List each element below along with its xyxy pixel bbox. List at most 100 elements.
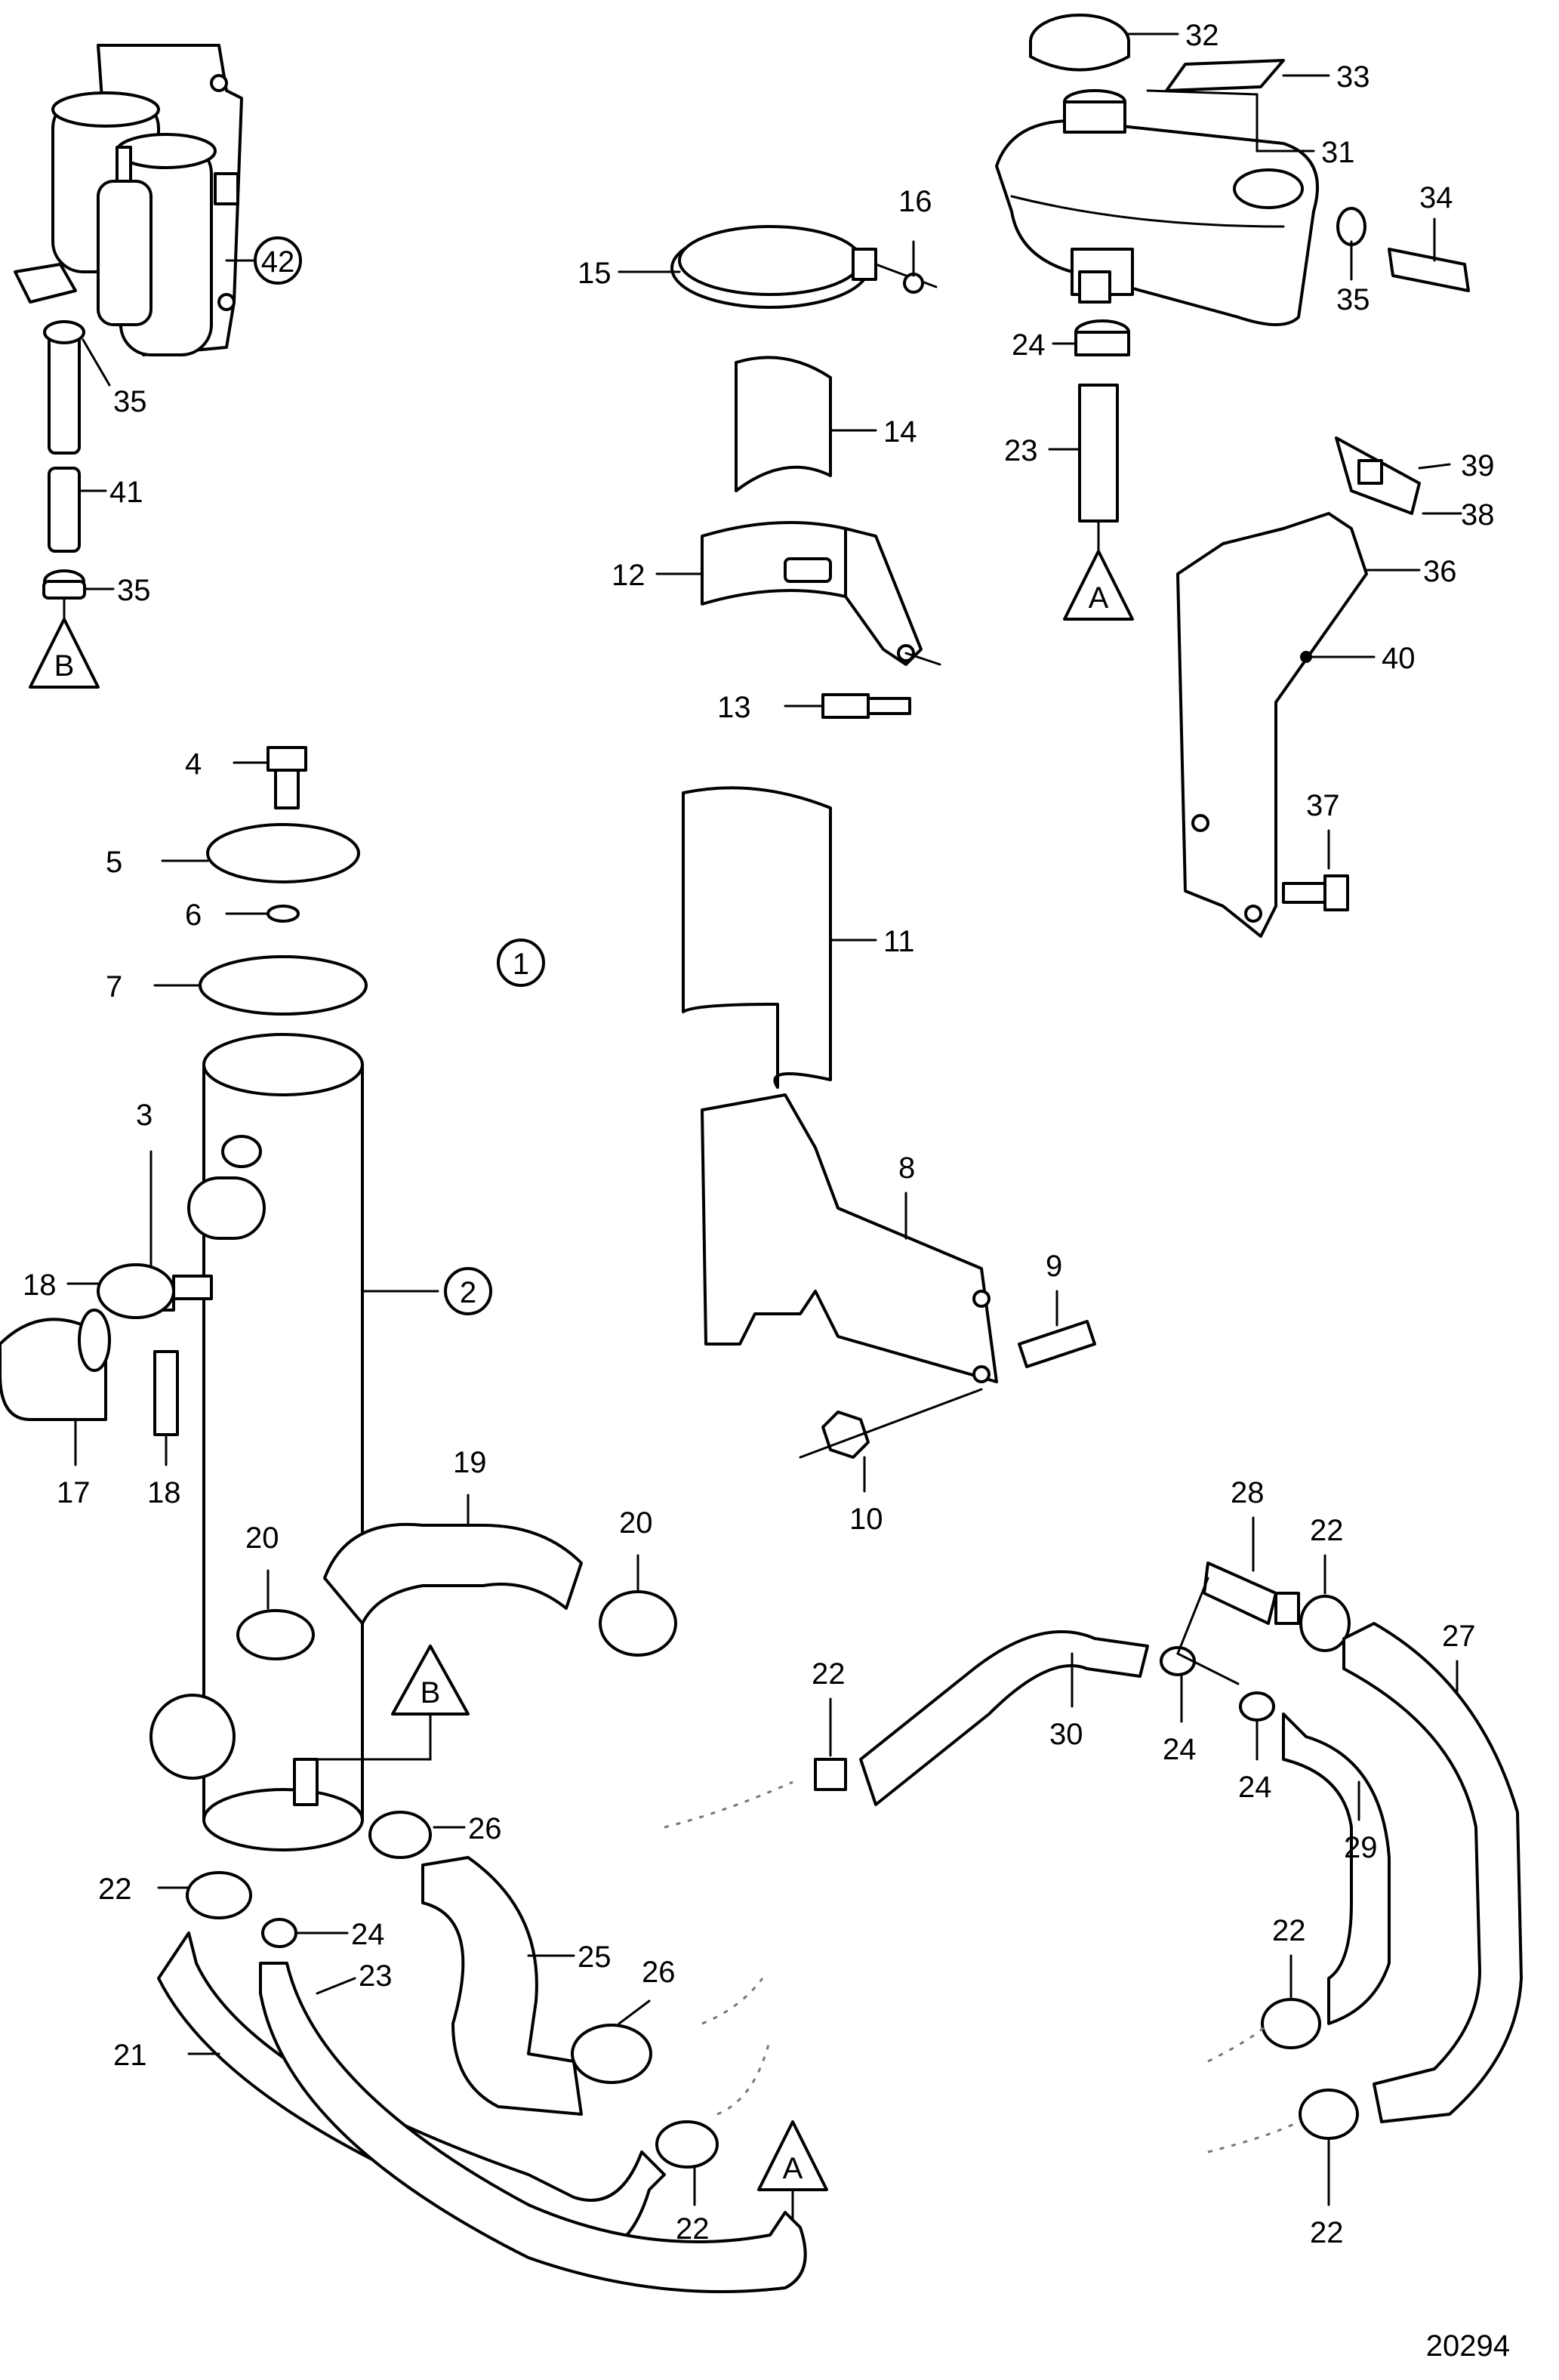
callout-38: 38 — [1461, 498, 1495, 532]
callout-22-lower-right-a: 22 — [1272, 1914, 1306, 1947]
callout-31: 31 — [1321, 136, 1355, 169]
nut-40 — [1300, 651, 1312, 663]
callout-34: 34 — [1419, 181, 1453, 214]
bracket-14 — [735, 356, 832, 492]
callout-26-lower: 26 — [642, 1956, 676, 1989]
callout-4: 4 — [185, 748, 202, 781]
cover-plate-5 — [206, 823, 360, 883]
callout-12: 12 — [612, 559, 645, 592]
screw-13 — [821, 693, 911, 719]
callout-40: 40 — [1382, 642, 1416, 675]
clamp-22-center — [655, 2120, 719, 2169]
callout-35-upper: 35 — [113, 385, 147, 418]
clamp-35-tank — [1336, 207, 1366, 246]
clamp-22-upper-right — [1299, 1595, 1351, 1652]
marker-b-label-top: B — [54, 649, 75, 683]
callout-circle-1 — [497, 939, 545, 987]
hose-25 — [421, 1856, 583, 2116]
callout-24-tank: 24 — [1012, 328, 1046, 362]
connection-marker-b-top — [29, 618, 100, 689]
hose-30 — [859, 1630, 1149, 1806]
hose-29 — [1282, 1713, 1391, 2025]
drawing-reference-number: 20294 — [1426, 2329, 1510, 2363]
filler-neck — [1063, 89, 1126, 134]
callout-22-lower-right-b: 22 — [1310, 2216, 1344, 2249]
callout-41: 41 — [109, 476, 143, 509]
callout-13: 13 — [717, 691, 751, 724]
callout-24-hose30: 24 — [1163, 1733, 1197, 1766]
expansion-tank-31 — [995, 119, 1319, 326]
clamp-20-right — [599, 1590, 677, 1657]
callout-37: 37 — [1306, 789, 1340, 822]
callout-24-left: 24 — [351, 1918, 385, 1951]
callout-14: 14 — [883, 415, 917, 449]
filter-assembly-42 — [14, 44, 257, 356]
fitting-28 — [1203, 1561, 1300, 1625]
callout-21: 21 — [113, 2039, 147, 2072]
callout-28: 28 — [1231, 1476, 1265, 1509]
pipe-18 — [153, 1350, 179, 1436]
callout-22-left: 22 — [98, 1873, 132, 1906]
callout-16: 16 — [898, 185, 932, 218]
screw-37 — [1282, 874, 1349, 911]
bracket-36 — [1176, 512, 1368, 938]
callout-5: 5 — [106, 846, 122, 879]
callout-15: 15 — [578, 257, 612, 290]
callout-20-right: 20 — [619, 1506, 653, 1540]
callout-30: 30 — [1049, 1718, 1083, 1751]
callout-2: 2 — [460, 1276, 476, 1309]
callout-17: 17 — [57, 1476, 91, 1509]
clamp-22-hose30 — [814, 1758, 847, 1791]
callout-8: 8 — [898, 1151, 915, 1185]
callout-39: 39 — [1461, 449, 1495, 482]
gasket-7 — [199, 955, 368, 1016]
callout-10: 10 — [849, 1503, 883, 1536]
marker-b-label-middle: B — [421, 1676, 441, 1709]
hose-stub — [149, 1694, 236, 1780]
callout-1: 1 — [513, 948, 529, 981]
label-plate-33 — [1165, 59, 1285, 92]
clamp-26-lower — [571, 2024, 652, 2084]
bracket-8 — [701, 1093, 998, 1383]
hose-23-lower — [259, 1962, 807, 2293]
clamp-22-lower-right-a — [1261, 1998, 1321, 2049]
callout-32: 32 — [1185, 19, 1219, 52]
hose-19 — [323, 1522, 583, 1625]
clamp-18 — [97, 1263, 175, 1319]
bolt-4 — [267, 746, 307, 809]
cap-32 — [1029, 14, 1130, 72]
callout-24-hose29: 24 — [1238, 1771, 1272, 1804]
bracket-12 — [701, 521, 923, 666]
clamp-24-tank — [1074, 319, 1130, 356]
callout-11: 11 — [883, 925, 915, 958]
nipple — [293, 1758, 319, 1806]
callout-23-lower: 23 — [359, 1959, 393, 1993]
clamp-15 — [670, 225, 877, 309]
callout-22-upper-right: 22 — [1310, 1514, 1344, 1547]
heat-shield-11 — [682, 786, 832, 1089]
callout-18-lower: 18 — [147, 1476, 181, 1509]
callout-3: 3 — [136, 1099, 153, 1132]
callout-35-lower: 35 — [117, 574, 151, 607]
hose-34 — [1388, 248, 1470, 292]
connection-marker-a-bottom — [757, 2120, 828, 2191]
nut-10 — [821, 1410, 870, 1459]
callout-27: 27 — [1442, 1620, 1476, 1653]
screw-16 — [903, 273, 924, 294]
marker-a-label-top: A — [1089, 581, 1109, 615]
callout-22-center: 22 — [676, 2212, 710, 2246]
callout-26-upper: 26 — [468, 1812, 502, 1845]
clamp-24-left — [261, 1918, 297, 1948]
connection-marker-a-top — [1063, 550, 1134, 621]
callout-36: 36 — [1423, 555, 1457, 588]
callout-7: 7 — [106, 970, 122, 1003]
clamp-20-left — [236, 1609, 315, 1660]
callout-23-tank: 23 — [1004, 434, 1038, 467]
callout-circle-42 — [254, 236, 302, 285]
clamp-22-lower-right-b — [1299, 2089, 1359, 2140]
hose-21 — [157, 1931, 666, 2255]
clamp-24-hose29 — [1239, 1691, 1275, 1722]
hose-41 — [42, 320, 86, 600]
washer-6 — [267, 905, 300, 923]
